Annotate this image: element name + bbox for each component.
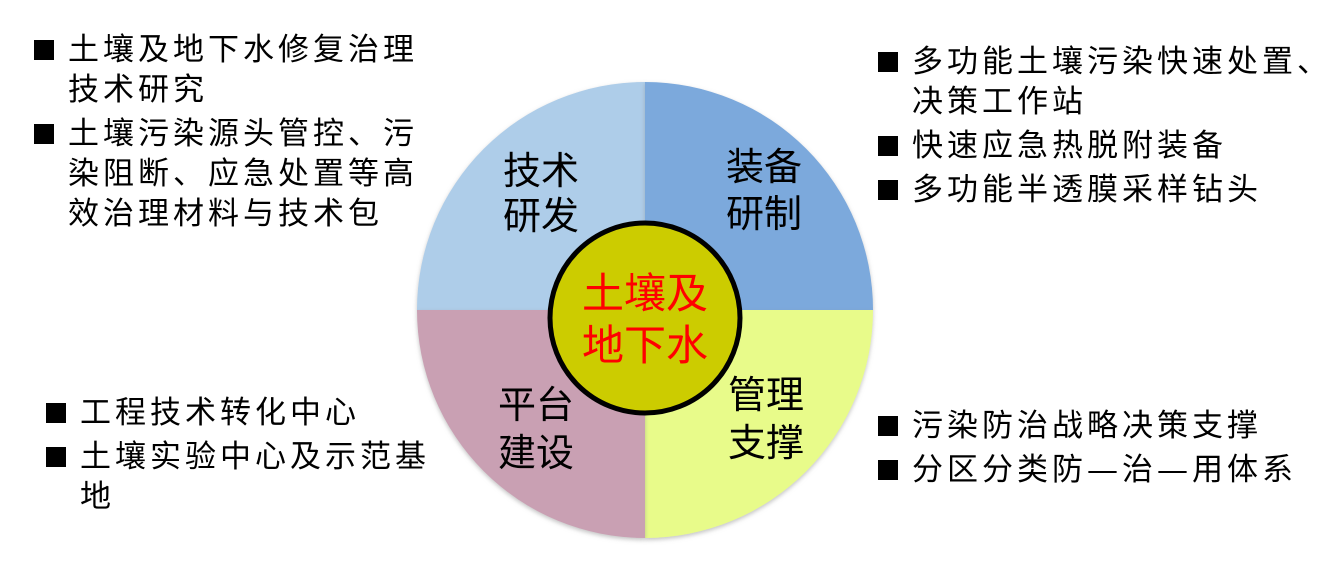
- quadrant-bottom-left-label-1: 平台: [498, 383, 574, 427]
- quadrant-top-left-label-2: 研发: [503, 194, 579, 238]
- quadrant-bottom-right-label-1: 管理: [728, 373, 804, 417]
- center-label-2: 地下水: [582, 321, 708, 370]
- list-item: 多功能半透膜采样钻头: [876, 170, 1343, 210]
- quadrant-top-left-label-1: 技术: [503, 149, 579, 193]
- list-item: 土壤及地下水修复治理技术研究: [32, 30, 432, 110]
- list-item: 分区分类防—治—用体系: [876, 450, 1343, 490]
- list-item: 快速应急热脱附装备: [876, 126, 1343, 166]
- list-item: 工程技术转化中心: [44, 393, 444, 433]
- center-circle: [547, 220, 743, 416]
- list-bottom-right: 污染防治战略决策支撑 分区分类防—治—用体系: [876, 406, 1343, 494]
- list-item: 多功能土壤污染快速处置、决策工作站: [876, 42, 1343, 122]
- list-item: 污染防治战略决策支撑: [876, 406, 1343, 446]
- list-bottom-left: 工程技术转化中心 土壤实验中心及示范基地: [44, 393, 444, 521]
- quadrant-bottom-right-label-2: 支撑: [728, 421, 804, 465]
- quadrant-bottom-left-label-2: 建设: [498, 431, 574, 475]
- list-top-left: 土壤及地下水修复治理技术研究 土壤污染源头管控、污染阻断、应急处置等高效治理材料…: [32, 30, 432, 238]
- quadrant-top-right-label-2: 研制: [726, 192, 802, 236]
- center-label-1: 土壤及: [582, 269, 708, 318]
- quadrant-top-right-label-1: 装备: [726, 145, 802, 189]
- list-item: 土壤污染源头管控、污染阻断、应急处置等高效治理材料与技术包: [32, 114, 432, 234]
- list-top-right: 多功能土壤污染快速处置、决策工作站 快速应急热脱附装备 多功能半透膜采样钻头: [876, 42, 1343, 214]
- list-item: 土壤实验中心及示范基地: [44, 437, 444, 517]
